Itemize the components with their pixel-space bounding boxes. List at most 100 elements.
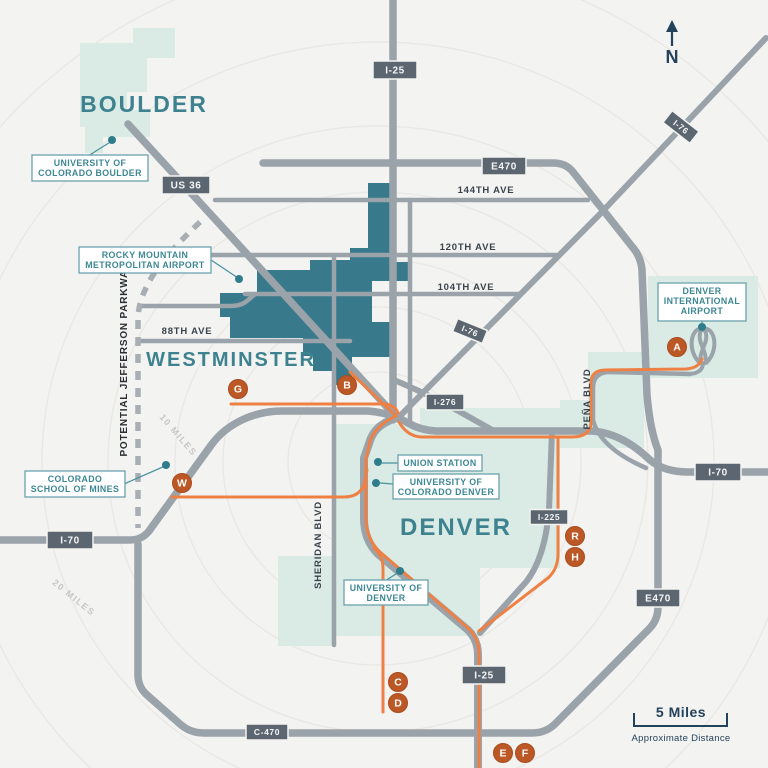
marker-B[interactable]: B [337, 375, 357, 395]
svg-text:E: E [499, 748, 506, 760]
svg-text:INTERNATIONAL: INTERNATIONAL [664, 296, 741, 306]
marker-G[interactable]: G [228, 379, 248, 399]
marker-H[interactable]: H [565, 547, 585, 567]
svg-text:I-70: I-70 [708, 468, 728, 479]
road-us36 [124, 120, 402, 423]
marker-W[interactable]: W [172, 473, 192, 493]
scale-note: Approximate Distance [632, 733, 731, 744]
rail-downtown-spine [364, 414, 481, 768]
svg-text:I-276: I-276 [434, 397, 456, 407]
svg-text:METROPOLITAN AIRPORT: METROPOLITAN AIRPORT [85, 260, 205, 270]
street-label-pena: PEÑA BLVD [582, 368, 593, 429]
badge-i70-east: I-70 [694, 462, 742, 482]
city-label-westminster: WESTMINSTER [146, 349, 316, 371]
svg-text:UNION STATION: UNION STATION [403, 458, 476, 468]
badge-i225: I-225 [529, 508, 569, 526]
marker-C[interactable]: C [388, 672, 408, 692]
rail-lines [170, 357, 704, 768]
rail-w-line [170, 468, 369, 499]
city-labels: BOULDER WESTMINSTER DENVER [80, 91, 512, 541]
svg-text:R: R [571, 531, 579, 543]
badge-e470-southeast: E470 [635, 588, 681, 608]
street-label-sheridan: SHERIDAN BLVD [313, 501, 324, 589]
svg-text:COLORADO: COLORADO [48, 474, 103, 484]
badge-e470-north: E470 [481, 156, 527, 176]
denver-area-3 [278, 556, 333, 646]
svg-text:D: D [394, 698, 402, 710]
marker-F[interactable]: F [515, 743, 535, 763]
marker-D[interactable]: D [388, 693, 408, 713]
svg-text:DENVER: DENVER [682, 286, 721, 296]
scale-label: 5 Miles [656, 704, 706, 720]
svg-text:E470: E470 [645, 594, 671, 605]
westminster-boundary [220, 183, 410, 385]
rail-a-line [397, 357, 704, 439]
denver-area-4 [560, 400, 590, 448]
svg-text:AIRPORT: AIRPORT [681, 306, 724, 316]
svg-text:E470: E470 [491, 162, 517, 173]
road-e470-c470-beltway [134, 159, 662, 737]
street-label-144th: 144TH AVE [458, 185, 515, 196]
svg-text:G: G [234, 384, 242, 396]
poi-cu-boulder[interactable]: UNIVERSITY OF COLORADO BOULDER [31, 136, 149, 182]
svg-text:SCHOOL OF MINES: SCHOOL OF MINES [31, 484, 119, 494]
svg-text:UNIVERSITY OF: UNIVERSITY OF [350, 583, 423, 593]
rail-r-h-line [477, 435, 560, 633]
svg-text:ROCKY MOUNTAIN: ROCKY MOUNTAIN [102, 250, 188, 260]
poi-cu-denver[interactable]: UNIVERSITY OF COLORADO DENVER [372, 473, 500, 500]
svg-text:I-25: I-25 [385, 66, 405, 77]
svg-text:UNIVERSITY OF: UNIVERSITY OF [54, 158, 127, 168]
badge-i276: I-276 [425, 393, 465, 411]
poi-university-of-denver[interactable]: UNIVERSITY OF DENVER [343, 567, 429, 606]
badge-i25-south: I-25 [461, 665, 507, 685]
dia-terminal-loop-right [697, 326, 717, 365]
street-label-jefferson-parkway: POTENTIAL JEFFERSON PARKWAY [119, 263, 130, 456]
marker-A[interactable]: A [667, 337, 687, 357]
north-label: N [666, 47, 679, 67]
svg-text:F: F [522, 748, 529, 760]
road-i76 [395, 35, 768, 421]
svg-text:UNIVERSITY OF: UNIVERSITY OF [410, 477, 483, 487]
svg-text:COLORADO DENVER: COLORADO DENVER [398, 487, 495, 497]
highway-badges: US 36 I-25 E470 I-76 I-76 I-276 I-70 I-7… [46, 60, 742, 741]
poi-school-of-mines[interactable]: COLORADO SCHOOL OF MINES [24, 461, 170, 498]
svg-text:US 36: US 36 [171, 181, 202, 192]
poi-denver-intl-airport[interactable]: DENVER INTERNATIONAL AIRPORT [657, 282, 747, 331]
poi-callouts: UNIVERSITY OF COLORADO BOULDER ROCKY MOU… [24, 136, 747, 606]
svg-text:I-225: I-225 [538, 512, 560, 522]
boulder-area [80, 28, 175, 153]
svg-text:W: W [177, 478, 187, 490]
marker-E[interactable]: E [493, 743, 513, 763]
badge-c470: C-470 [245, 723, 289, 741]
dia-terminal-stem [686, 361, 705, 376]
svg-text:C: C [394, 677, 402, 689]
street-labels: 144TH AVE 120TH AVE 104TH AVE 88TH AVE S… [119, 185, 593, 589]
scale-bracket [633, 713, 728, 727]
dia-terminal-loop-left [689, 326, 709, 365]
badge-i76-mid: I-76 [452, 318, 488, 344]
road-i70 [0, 407, 768, 544]
svg-text:A: A [673, 342, 681, 354]
north-arrow-icon [666, 20, 678, 32]
scale-bar: 5 Miles Approximate Distance [632, 704, 731, 744]
svg-text:H: H [571, 552, 579, 564]
svg-text:I-70: I-70 [60, 536, 80, 547]
street-label-104th: 104TH AVE [438, 282, 495, 293]
station-markers: A B C D E F G H R W [172, 337, 687, 763]
city-label-denver: DENVER [400, 514, 512, 541]
marker-R[interactable]: R [565, 526, 585, 546]
svg-text:B: B [343, 380, 351, 392]
badge-i76-northeast: I-76 [662, 110, 700, 144]
street-label-120th: 120TH AVE [440, 242, 497, 253]
ring-label-10-miles: 10 MILES [157, 412, 199, 458]
poi-union-station[interactable]: UNION STATION [374, 454, 483, 472]
badge-i70-west: I-70 [46, 530, 94, 550]
badge-i25-north: I-25 [372, 60, 418, 80]
north-indicator: N [666, 20, 679, 67]
road-104th-connector [137, 292, 257, 309]
svg-text:C-470: C-470 [254, 727, 280, 737]
poi-rocky-mountain-airport[interactable]: ROCKY MOUNTAIN METROPOLITAN AIRPORT [78, 246, 243, 283]
svg-text:DENVER: DENVER [366, 593, 405, 603]
